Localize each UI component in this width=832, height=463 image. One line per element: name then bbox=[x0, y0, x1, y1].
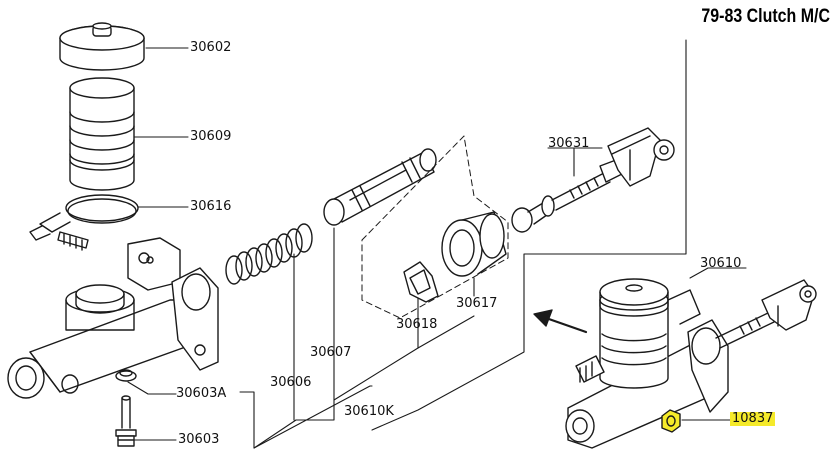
assembled-master-cylinder-drawing bbox=[565, 278, 817, 449]
reservoir-drawing bbox=[69, 77, 135, 191]
label-reservoir-band: 30616 bbox=[190, 199, 232, 214]
direction-arrow bbox=[533, 309, 588, 334]
reservoir-cap-drawing bbox=[59, 22, 145, 71]
dust-cover-drawing bbox=[441, 211, 507, 277]
label-reservoir: 30609 bbox=[190, 129, 232, 144]
spring-drawing bbox=[225, 223, 313, 285]
bushing-drawing bbox=[115, 369, 137, 382]
leader-30610-right bbox=[689, 267, 747, 279]
piston-cup-drawing bbox=[403, 261, 439, 303]
leader-30631 bbox=[547, 147, 603, 177]
label-spring: 30606 bbox=[270, 375, 312, 390]
label-piston: 30607 bbox=[310, 345, 352, 360]
leader-30607 bbox=[295, 227, 335, 421]
leader-lines bbox=[127, 39, 747, 449]
label-nut-highlighted: 10837 bbox=[730, 411, 776, 426]
label-dust-cover: 30617 bbox=[456, 296, 498, 311]
master-cylinder-body-drawing bbox=[7, 237, 219, 399]
label-push-rod: 30631 bbox=[548, 136, 590, 151]
leader-30606 bbox=[253, 253, 297, 449]
leader-30610 bbox=[371, 39, 687, 431]
reservoir-band-drawing bbox=[29, 194, 139, 251]
push-rod-drawing bbox=[511, 127, 675, 233]
label-connector: 30603 bbox=[178, 432, 220, 447]
label-piston-cup: 30618 bbox=[396, 317, 438, 332]
label-reservoir-cap: 30602 bbox=[190, 40, 232, 55]
label-master-cylinder: 30610 bbox=[700, 256, 742, 271]
label-piston-kit: 30610K bbox=[344, 404, 394, 419]
diagram-title: 79-83 Clutch M/C bbox=[701, 6, 830, 27]
leader-30618 bbox=[333, 297, 419, 401]
leader-30603A bbox=[127, 381, 177, 395]
label-bushing: 30603A bbox=[176, 386, 227, 401]
kit-dashed-outline bbox=[361, 135, 509, 319]
leader-30617 bbox=[417, 277, 475, 349]
piston-drawing bbox=[323, 148, 437, 226]
nut-drawing bbox=[661, 409, 681, 433]
connector-drawing bbox=[115, 395, 137, 447]
leader-30610K bbox=[239, 385, 373, 449]
